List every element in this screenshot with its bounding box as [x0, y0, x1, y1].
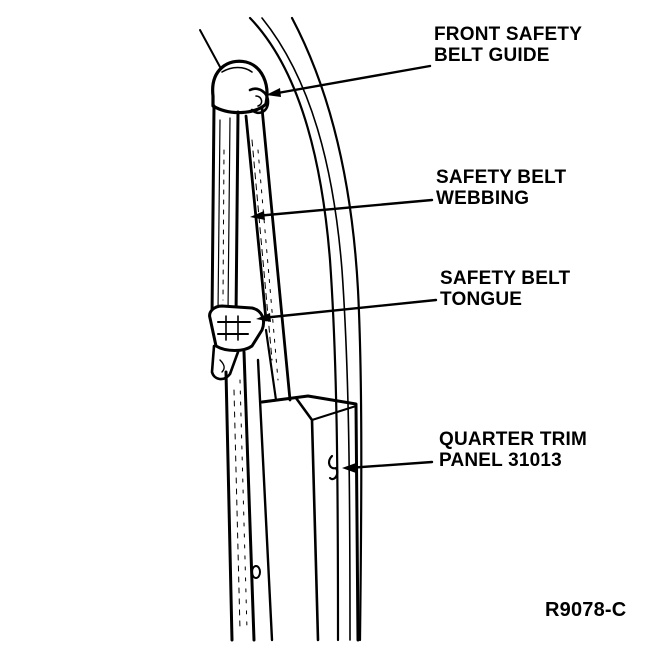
label-safety-belt-tongue: SAFETY BELT TONGUE: [440, 268, 570, 310]
label-line: FRONT SAFETY: [434, 24, 583, 45]
label-quarter-trim-panel: QUARTER TRIM PANEL 31013: [439, 429, 587, 471]
belt-guide-shape: [211, 59, 270, 115]
label-line: PANEL 31013: [439, 450, 562, 471]
label-line: SAFETY BELT: [440, 268, 571, 289]
belt-tongue-shape: [208, 304, 266, 381]
webbing-rear-strap: [244, 106, 292, 402]
label-safety-belt-webbing: SAFETY BELT WEBBING: [436, 167, 566, 209]
webbing-lower-strap: [224, 350, 274, 642]
label-line: BELT GUIDE: [434, 45, 550, 66]
quarter-trim-panel-shape: [260, 394, 360, 642]
label-line: SAFETY BELT: [436, 167, 567, 188]
pillar-edge-lines: [199, 16, 363, 642]
leader-arrowheads: [250, 88, 356, 473]
figure-code: R9078-C: [545, 599, 627, 621]
label-line: WEBBING: [436, 188, 530, 209]
webbing-front-strap: [210, 104, 240, 320]
label-line: QUARTER TRIM: [439, 429, 588, 450]
leader-lines: [254, 64, 438, 470]
label-front-safety-belt-guide: FRONT SAFETY BELT GUIDE: [434, 24, 582, 66]
label-line: TONGUE: [440, 289, 523, 310]
